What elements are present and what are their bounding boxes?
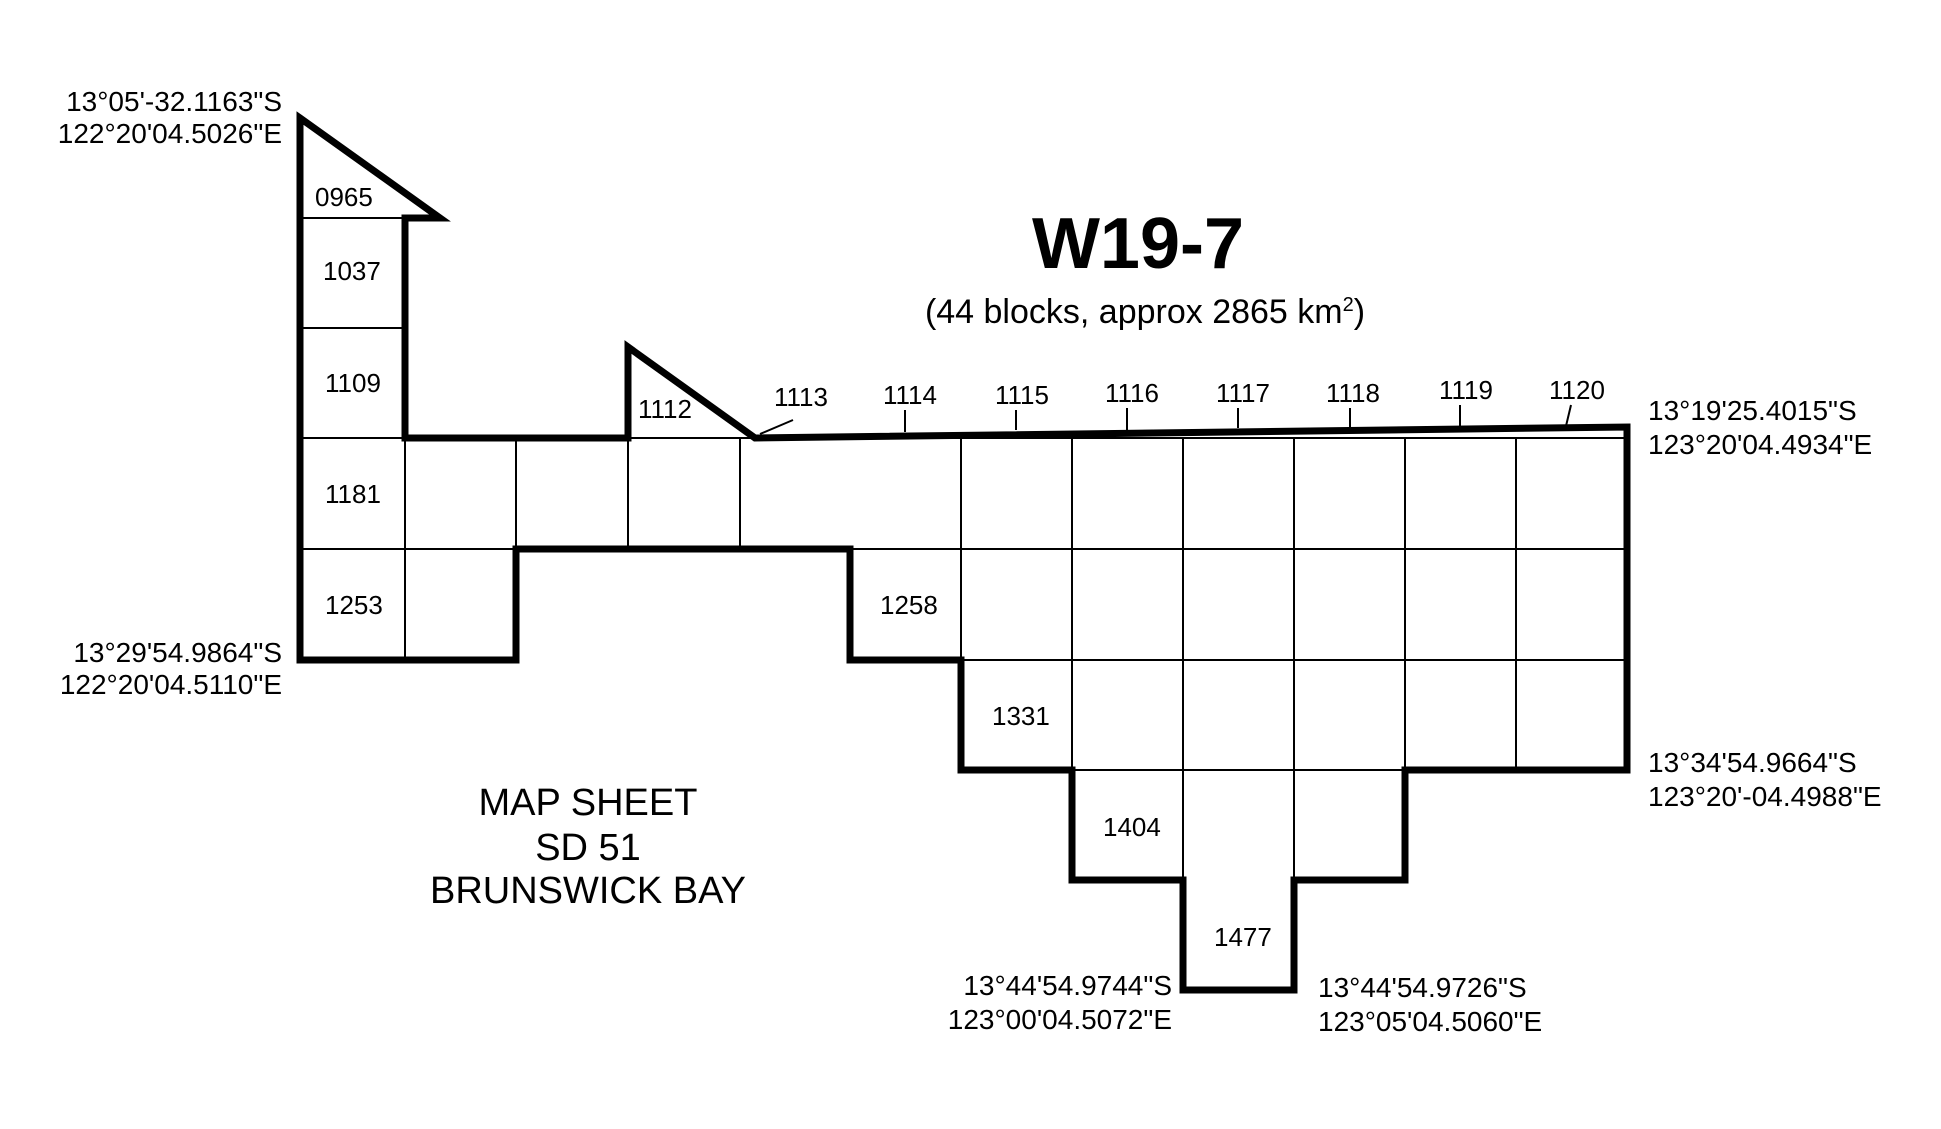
subtitle-text: (44 blocks, approx 2865 km [925, 293, 1343, 331]
block-label-1109: 1109 [325, 368, 381, 398]
block-label-1331: 1331 [992, 701, 1050, 731]
coord-bottom-right-lat: 13°44'54.9726"S [1318, 972, 1527, 1003]
coord-bottom-left-lat: 13°44'54.9744"S [963, 970, 1172, 1001]
block-label-1113: 1113 [774, 382, 828, 412]
block-label-1181: 1181 [325, 479, 381, 509]
block-leader-lines [759, 404, 1572, 435]
block-label-1119: 1119 [1439, 375, 1493, 405]
block-label-1115: 1115 [995, 380, 1049, 410]
map-title: W19-7 [1032, 204, 1244, 284]
corner-coordinates: 13°05'-32.1163"S 122°20'04.5026"E 13°29'… [58, 86, 1882, 1037]
subtitle-superscript: 2 [1343, 294, 1354, 316]
subtitle-end: ) [1354, 293, 1365, 331]
map-sheet-line-2: SD 51 [535, 827, 641, 869]
block-label-1114: 1114 [883, 380, 937, 410]
coord-left-bottom-lat: 13°29'54.9864"S [73, 637, 282, 668]
block-label-1404: 1404 [1103, 812, 1161, 842]
coord-right-bottom-lon: 123°20'-04.4988"E [1648, 781, 1882, 812]
coord-right-bottom-lat: 13°34'54.9664"S [1648, 747, 1857, 778]
map-sheet-label: MAP SHEET SD 51 BRUNSWICK BAY [430, 782, 746, 912]
block-label-1117: 1117 [1216, 378, 1270, 408]
block-label-1253: 1253 [325, 590, 383, 620]
coord-right-top-lon: 123°20'04.4934"E [1648, 429, 1872, 460]
map-subtitle: (44 blocks, approx 2865 km2) [925, 293, 1365, 331]
coord-right-top-lat: 13°19'25.4015"S [1648, 395, 1857, 426]
coord-top-left-lon: 122°20'04.5026"E [58, 118, 282, 149]
block-label-1112: 1112 [638, 394, 692, 424]
permit-boundary [296, 111, 1631, 994]
coord-bottom-left-lon: 123°00'04.5072"E [948, 1004, 1172, 1035]
block-label-1116: 1116 [1105, 378, 1159, 408]
block-label-1120: 1120 [1549, 375, 1605, 405]
block-labels: 0965 1037 1109 1181 1253 1112 1113 1114 … [315, 182, 1605, 952]
coord-top-left-lat: 13°05'-32.1163"S [66, 86, 282, 117]
block-label-1037: 1037 [323, 256, 381, 286]
block-label-1258: 1258 [880, 590, 938, 620]
map-sheet-line-1: MAP SHEET [479, 782, 698, 824]
block-label-1118: 1118 [1326, 378, 1380, 408]
block-label-1477: 1477 [1214, 922, 1272, 952]
block-label-0965: 0965 [315, 182, 373, 212]
coord-bottom-right-lon: 123°05'04.5060"E [1318, 1006, 1542, 1037]
coord-left-bottom-lon: 122°20'04.5110"E [60, 669, 282, 700]
map-sheet-line-3: BRUNSWICK BAY [430, 870, 746, 912]
